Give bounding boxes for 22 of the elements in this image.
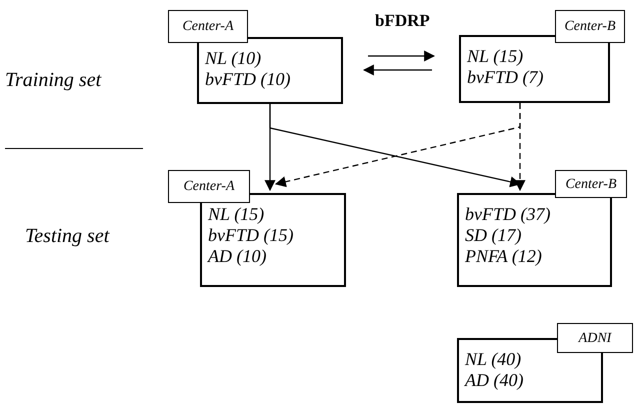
row-label: Testing set (25, 226, 110, 246)
group-count: PNFA (12) (465, 246, 543, 267)
tab-label: Center-B (555, 10, 625, 43)
arrow (514, 103, 526, 192)
group-count: AD (10) (208, 246, 268, 267)
group-count: NL (40) (465, 349, 522, 370)
group-count: SD (17) (465, 225, 522, 246)
tab-label: Center-A (168, 170, 250, 203)
group-count: NL (15) (208, 204, 266, 225)
tab-label: Center-B (555, 170, 627, 198)
group-count: bvFTD (10) (205, 69, 292, 90)
group-count: AD (40) (465, 370, 524, 391)
tab-label: Center-A (168, 10, 248, 43)
group-count: bvFTD (15) (208, 225, 294, 246)
arrow (368, 50, 436, 62)
tab-label: ADNI (557, 323, 633, 353)
group-count: bvFTD (37) (465, 204, 552, 225)
row-label: Training set (5, 70, 102, 90)
group-count: bvFTD (7) (467, 67, 544, 88)
group-count: NL (10) (205, 48, 262, 69)
arrow (362, 64, 432, 76)
group-count: NL (15) (467, 46, 524, 67)
